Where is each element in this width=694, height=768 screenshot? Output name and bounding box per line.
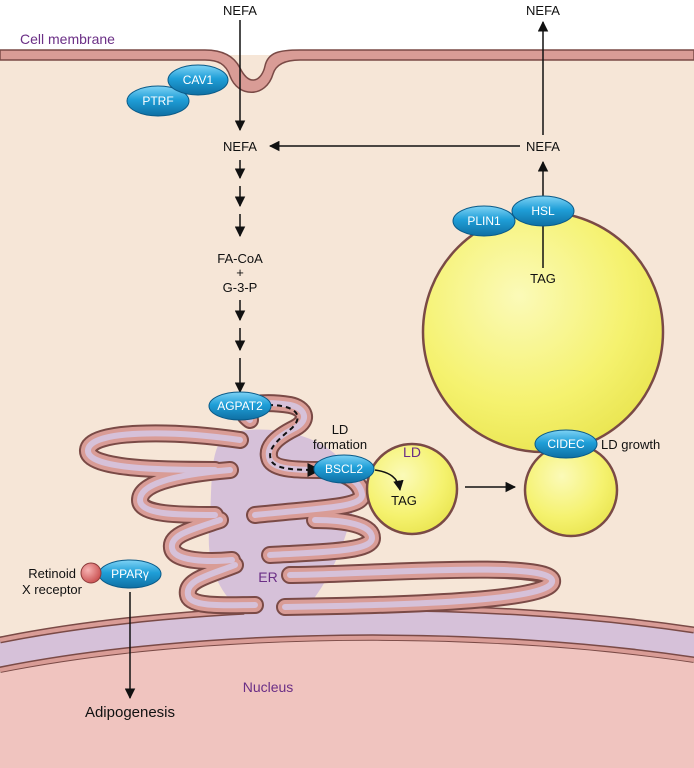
ld-label: LD <box>403 444 421 460</box>
retinoid-label-2: X receptor <box>22 582 83 597</box>
protein-bscl2: BSCL2 <box>313 454 375 484</box>
protein-plin1: PLIN1 <box>452 205 516 237</box>
bscl2-label: BSCL2 <box>325 462 363 476</box>
fa-coa-label: FA-CoA <box>217 251 263 266</box>
protein-pparg: PPARγ <box>98 559 162 589</box>
plus-label: + <box>236 265 244 280</box>
protein-cidec: CIDEC <box>534 429 598 459</box>
nuclear-envelope <box>0 607 694 670</box>
arrows <box>124 20 549 700</box>
g3p-label: G-3-P <box>223 280 258 295</box>
cell-membrane-label: Cell membrane <box>20 31 115 47</box>
ptrf-label: PTRF <box>142 94 173 108</box>
protein-cav1: CAV1 <box>167 64 229 96</box>
tag-small-label: TAG <box>391 493 417 508</box>
nefa-mid-right-label: NEFA <box>526 139 560 154</box>
ld-growth-label: LD growth <box>601 437 660 452</box>
agpat2-label: AGPAT2 <box>217 399 263 413</box>
ld-formation-label-2: formation <box>313 437 367 452</box>
nucleus-label: Nucleus <box>243 679 294 695</box>
arrow-bscl2-to-tag <box>374 469 404 492</box>
er-tubules <box>79 394 561 616</box>
hsl-label: HSL <box>531 204 555 218</box>
tag-big-label: TAG <box>530 271 556 286</box>
cav1-label: CAV1 <box>183 73 214 87</box>
nefa-mid-left-label: NEFA <box>223 139 257 154</box>
er-label: ER <box>258 569 277 585</box>
nefa-top-left-label: NEFA <box>223 3 257 18</box>
nucleus <box>0 640 694 768</box>
nefa-top-right-label: NEFA <box>526 3 560 18</box>
ld-formation-label-1: LD <box>332 422 349 437</box>
small-lipid-droplet <box>365 442 459 536</box>
adipogenesis-label: Adipogenesis <box>85 704 175 721</box>
protein-ptrf: PTRF <box>126 85 190 117</box>
nuclear-membrane-inner-fill <box>0 635 694 672</box>
retinoid-label-1: Retinoid <box>28 566 76 581</box>
plin1-label: PLIN1 <box>467 214 501 228</box>
rxr-ball <box>80 562 102 584</box>
pparg-label: PPARγ <box>111 567 149 581</box>
er-lipid-path <box>267 404 322 477</box>
protein-hsl: HSL <box>511 195 575 227</box>
protein-agpat2: AGPAT2 <box>208 391 272 421</box>
cidec-label: CIDEC <box>547 437 585 451</box>
